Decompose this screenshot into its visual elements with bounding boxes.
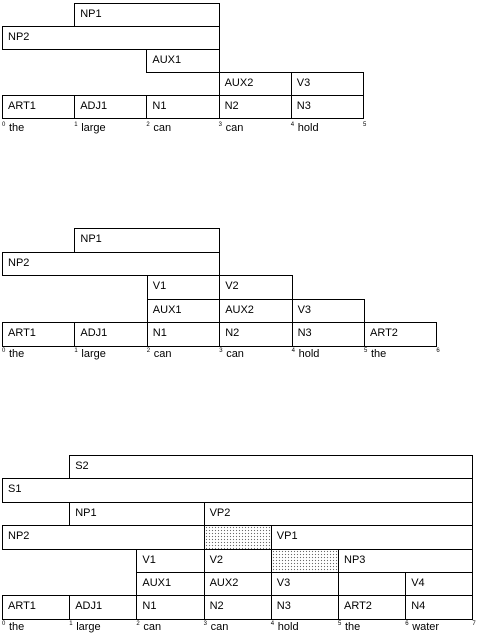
position-index: 1 bbox=[74, 122, 78, 128]
constituent-n3: N3 bbox=[291, 322, 365, 347]
position-index: 3 bbox=[203, 621, 207, 627]
shaded-cell bbox=[270, 548, 339, 573]
word: water bbox=[412, 621, 440, 633]
word: can bbox=[153, 348, 172, 360]
word: hold bbox=[297, 122, 319, 134]
constituent-n3: N3 bbox=[290, 95, 364, 119]
word: can bbox=[225, 122, 244, 134]
constituent-art1: ART1 bbox=[2, 322, 76, 347]
constituent-np3: NP3 bbox=[338, 548, 474, 573]
constituent-vp2: VP2 bbox=[203, 501, 474, 527]
position-index: 0 bbox=[2, 621, 6, 627]
word: hold bbox=[277, 621, 299, 633]
constituent-adj1: ADJ1 bbox=[69, 595, 138, 620]
word: the bbox=[371, 348, 387, 360]
shaded-cell bbox=[203, 525, 272, 550]
position-index: 2 bbox=[146, 348, 151, 354]
constituent-art2: ART2 bbox=[364, 322, 438, 347]
constituent-aux1: AUX1 bbox=[146, 298, 221, 323]
word: can bbox=[143, 621, 162, 633]
position-index: 5 bbox=[338, 621, 342, 627]
constituent-n2: N2 bbox=[203, 595, 272, 620]
constituent-n1: N1 bbox=[146, 95, 220, 119]
constituent-n1: N1 bbox=[146, 322, 221, 347]
constituent-aux1: AUX1 bbox=[146, 49, 220, 73]
constituent-np1: NP1 bbox=[69, 501, 205, 527]
position-index: 1 bbox=[69, 621, 73, 627]
constituent-n2: N2 bbox=[218, 95, 292, 119]
position-index: 4 bbox=[290, 122, 295, 128]
constituent-s2: S2 bbox=[69, 455, 474, 480]
constituent-adj1: ADJ1 bbox=[74, 322, 148, 347]
word: the bbox=[9, 348, 25, 360]
word: can bbox=[153, 122, 172, 134]
constituent-n3: N3 bbox=[270, 595, 339, 620]
position-index: 4 bbox=[270, 621, 275, 627]
word: hold bbox=[298, 348, 320, 360]
constituent-n4: N4 bbox=[405, 595, 474, 620]
position-index: 3 bbox=[219, 348, 223, 354]
constituent-np1: NP1 bbox=[74, 228, 221, 253]
constituent-s1: S1 bbox=[2, 478, 474, 503]
constituent-aux2: AUX2 bbox=[203, 572, 272, 597]
constituent-adj1: ADJ1 bbox=[74, 95, 148, 119]
word: the bbox=[9, 122, 25, 134]
word: large bbox=[81, 122, 106, 134]
constituent-v1: V1 bbox=[146, 275, 221, 300]
position-index: 1 bbox=[74, 348, 78, 354]
position-index: 4 bbox=[291, 348, 295, 354]
constituent-v3: V3 bbox=[270, 572, 339, 597]
position-index: 3 bbox=[218, 122, 222, 128]
word: large bbox=[81, 348, 106, 360]
constituent-v3: V3 bbox=[290, 72, 364, 96]
constituent-art1: ART1 bbox=[2, 595, 71, 620]
word: the bbox=[9, 621, 25, 633]
constituent-n2: N2 bbox=[219, 322, 293, 347]
constituent-vp1: VP1 bbox=[270, 525, 474, 550]
word: can bbox=[210, 621, 229, 633]
constituent-aux2: AUX2 bbox=[219, 298, 293, 323]
constituent-np2: NP2 bbox=[2, 525, 205, 550]
word: large bbox=[76, 621, 101, 633]
word: can bbox=[226, 348, 244, 360]
position-index: 6 bbox=[405, 621, 409, 627]
position-index: 0 bbox=[2, 348, 6, 354]
position-index: 5 bbox=[363, 122, 367, 128]
position-index: 0 bbox=[2, 122, 6, 128]
constituent-v4: V4 bbox=[405, 572, 474, 597]
constituent-aux2: AUX2 bbox=[218, 72, 292, 96]
position-index: 2 bbox=[146, 122, 150, 128]
position-index: 2 bbox=[136, 621, 140, 627]
constituent-np1: NP1 bbox=[74, 3, 220, 27]
constituent-np2: NP2 bbox=[2, 251, 221, 276]
position-index: 6 bbox=[436, 348, 440, 354]
constituent-v2: V2 bbox=[219, 275, 293, 300]
word: the bbox=[345, 621, 361, 633]
constituent-art1: ART1 bbox=[2, 95, 76, 119]
constituent-v2: V2 bbox=[203, 548, 272, 573]
position-index: 7 bbox=[472, 621, 476, 627]
constituent-v1: V1 bbox=[136, 548, 205, 573]
constituent-art2: ART2 bbox=[338, 595, 407, 620]
constituent-aux1: AUX1 bbox=[136, 572, 205, 597]
constituent-np2: NP2 bbox=[2, 26, 220, 50]
constituent-n1: N1 bbox=[136, 595, 205, 620]
constituent-v3: V3 bbox=[291, 298, 365, 323]
position-index: 5 bbox=[364, 348, 368, 354]
